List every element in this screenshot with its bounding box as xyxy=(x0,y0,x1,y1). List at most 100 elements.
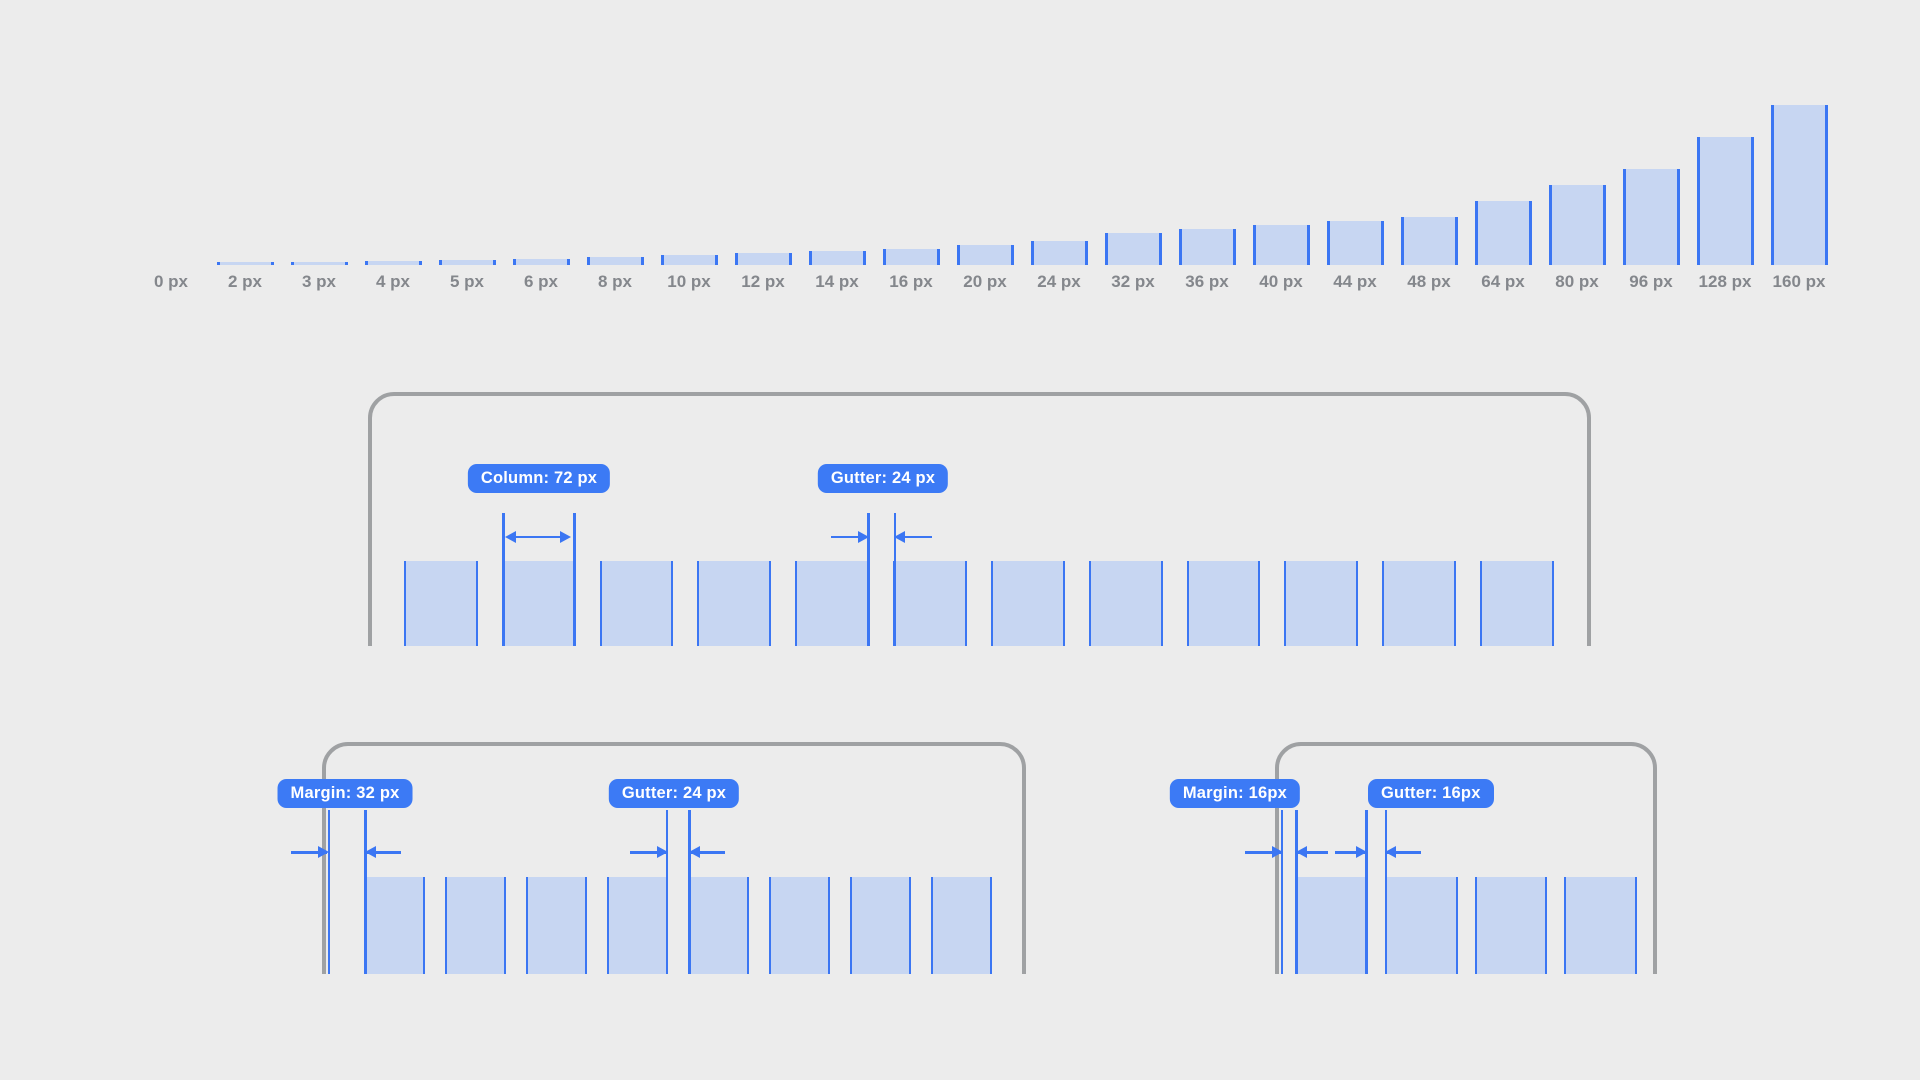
scale-bar xyxy=(1178,229,1236,265)
scale-bar xyxy=(1548,185,1606,265)
desktop-column-measure-left-line xyxy=(502,513,505,646)
scale-label: 128 px xyxy=(1698,272,1752,291)
mobile-gutter-arrow-right-icon xyxy=(1335,851,1365,854)
scale-label: 12 px xyxy=(741,272,785,291)
scale-bar xyxy=(1104,233,1162,265)
scale-label: 3 px xyxy=(301,272,337,291)
desktop-column-badge: Column: 72 px xyxy=(467,464,611,493)
scale-item: 160 px xyxy=(1762,0,1836,292)
tablet-margin-edge-line xyxy=(327,810,330,974)
tablet-column-grid xyxy=(364,877,992,974)
scale-bar-slot xyxy=(800,0,874,265)
scale-item: 44 px xyxy=(1318,0,1392,292)
grid-column xyxy=(1564,877,1637,974)
scale-bar-slot xyxy=(1540,0,1614,265)
scale-bar-slot xyxy=(504,0,578,265)
scale-item: 32 px xyxy=(1096,0,1170,292)
grid-column xyxy=(501,561,576,646)
tablet-grid-frame xyxy=(322,742,1026,974)
scale-bar xyxy=(290,261,348,265)
scale-bar xyxy=(734,253,792,265)
scale-label: 80 px xyxy=(1555,272,1599,291)
tablet-gutter-arrow-left-icon xyxy=(690,851,725,854)
grid-column xyxy=(404,561,478,646)
scale-bar-slot xyxy=(1318,0,1392,265)
scale-item: 10 px xyxy=(652,0,726,292)
desktop-column-measure-right-line xyxy=(573,513,576,646)
scale-bar-slot xyxy=(1762,0,1836,265)
scale-bar-slot xyxy=(430,0,504,265)
mobile-gutter-measure-left-line xyxy=(1365,810,1368,974)
desktop-column-grid xyxy=(404,561,1554,646)
grid-column xyxy=(850,877,911,974)
scale-bar xyxy=(808,251,866,265)
scale-bar xyxy=(1622,169,1680,265)
scale-bar xyxy=(216,261,274,265)
scale-bar xyxy=(586,257,644,265)
scale-bar-slot xyxy=(1170,0,1244,265)
scale-label: 4 px xyxy=(375,272,411,291)
scale-bar-slot xyxy=(1688,0,1762,265)
grid-column xyxy=(1088,561,1163,646)
scale-bar xyxy=(1474,201,1532,265)
scale-label: 0 px xyxy=(153,272,189,291)
scale-label: 48 px xyxy=(1407,272,1451,291)
scale-bar-slot xyxy=(1392,0,1466,265)
grid-column xyxy=(688,877,749,974)
scale-bar-slot xyxy=(282,0,356,265)
mobile-column-grid xyxy=(1295,877,1637,974)
scale-item: 5 px xyxy=(430,0,504,292)
scale-bar-slot xyxy=(948,0,1022,265)
scale-bar xyxy=(1252,225,1310,265)
scale-item: 2 px xyxy=(208,0,282,292)
scale-bar xyxy=(364,261,422,265)
scale-item: 6 px xyxy=(504,0,578,292)
mobile-grid-frame xyxy=(1275,742,1657,974)
scale-label: 64 px xyxy=(1481,272,1525,291)
grid-column xyxy=(1382,561,1457,646)
tablet-gutter-badge: Gutter: 24 px xyxy=(608,779,740,808)
scale-item: 20 px xyxy=(948,0,1022,292)
scale-label: 6 px xyxy=(523,272,559,291)
scale-item: 0 px xyxy=(134,0,208,292)
desktop-gutter-measure-right-line xyxy=(893,513,896,646)
desktop-gutter-arrow-right-icon xyxy=(831,535,867,538)
scale-item: 14 px xyxy=(800,0,874,292)
scale-item: 48 px xyxy=(1392,0,1466,292)
scale-item: 16 px xyxy=(874,0,948,292)
scale-label: 40 px xyxy=(1259,272,1303,291)
scale-item: 3 px xyxy=(282,0,356,292)
scale-label: 14 px xyxy=(815,272,859,291)
scale-bar-slot xyxy=(1096,0,1170,265)
scale-bar xyxy=(1770,105,1828,265)
scale-item: 36 px xyxy=(1170,0,1244,292)
mobile-margin-measure-column-line xyxy=(1295,810,1298,974)
scale-label: 32 px xyxy=(1111,272,1155,291)
scale-label: 2 px xyxy=(227,272,263,291)
scale-bar xyxy=(438,260,496,265)
grid-column xyxy=(697,561,772,646)
mobile-margin-badge: Margin: 16px xyxy=(1169,779,1300,808)
desktop-grid-frame xyxy=(368,392,1591,646)
grid-column xyxy=(1284,561,1359,646)
grid-column xyxy=(1186,561,1261,646)
scale-bar-slot xyxy=(874,0,948,265)
desktop-column-width-arrow-icon xyxy=(507,535,569,538)
scale-bar xyxy=(1696,137,1754,265)
grid-column xyxy=(526,877,587,974)
scale-label: 36 px xyxy=(1185,272,1229,291)
grid-column xyxy=(445,877,506,974)
scale-item: 40 px xyxy=(1244,0,1318,292)
scale-label: 10 px xyxy=(667,272,711,291)
scale-label: 96 px xyxy=(1629,272,1673,291)
tablet-margin-arrow-left-icon xyxy=(366,851,401,854)
scale-item: 80 px xyxy=(1540,0,1614,292)
mobile-gutter-badge: Gutter: 16px xyxy=(1368,779,1494,808)
scale-item: 12 px xyxy=(726,0,800,292)
scale-bar-slot xyxy=(578,0,652,265)
scale-item: 64 px xyxy=(1466,0,1540,292)
grid-column xyxy=(599,561,674,646)
grid-column xyxy=(1474,877,1548,974)
scale-label: 16 px xyxy=(889,272,933,291)
